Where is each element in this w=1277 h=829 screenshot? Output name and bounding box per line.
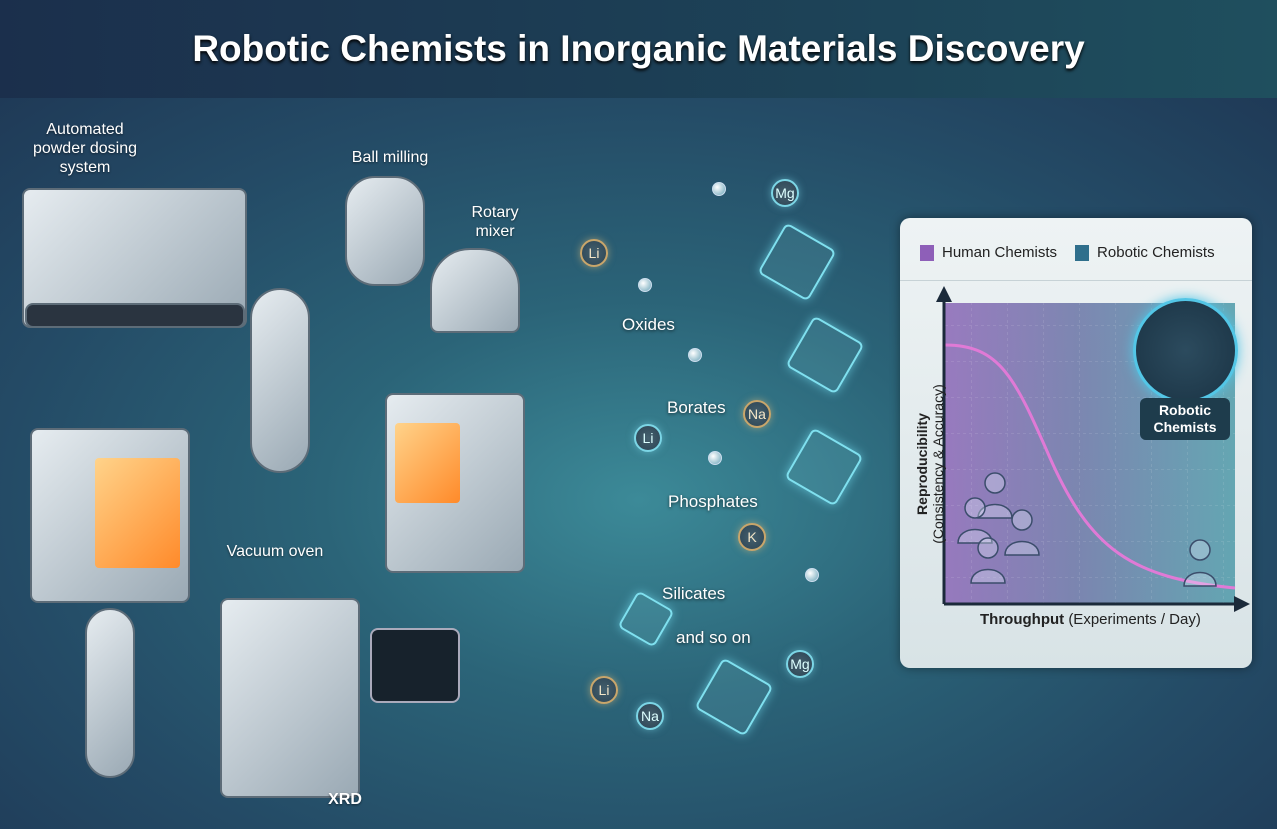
element-k: K [738, 523, 766, 551]
label-powder-dosing: Automated powder dosing system [32, 121, 138, 176]
molecule-atom [712, 182, 726, 196]
element-mg: Mg [786, 650, 814, 678]
label-silicates: Silicates [662, 584, 726, 603]
element-li: Li [580, 239, 608, 267]
furnace-glow [395, 423, 460, 503]
header: Robotic Chemists in Inorganic Materials … [0, 0, 1277, 98]
element-na: Na [743, 400, 771, 428]
molecule-atom [708, 451, 722, 465]
human-chemists-group-icon [957, 472, 1217, 587]
element-li: Li [634, 424, 662, 452]
xrd-monitor [370, 628, 460, 703]
page-title: Robotic Chemists in Inorganic Materials … [192, 28, 1085, 69]
element-li: Li [590, 676, 618, 704]
y-axis-label: Reproducibility(Consistency & Accuracy) [914, 384, 946, 544]
robot-arm [250, 288, 310, 473]
crystal-structure [784, 427, 864, 507]
molecule-atom [688, 348, 702, 362]
illustration: Automated powder dosing system Ball mill… [0, 98, 1277, 829]
robotic-chemists-badge: Robotic Chemists [1140, 398, 1230, 440]
chart-legend: Human Chemists Robotic Chemists [920, 244, 1215, 262]
crystal-structure [694, 657, 774, 737]
x-axis-label: Throughput (Experiments / Day) [980, 611, 1201, 628]
comparison-chart-panel: Human Chemists Robotic Chemists Reproduc… [900, 218, 1252, 668]
label-oxides: Oxides [622, 315, 675, 334]
crystal-structure [785, 315, 865, 395]
label-rotary-mixer: Rotary mixer [471, 204, 519, 240]
conveyor-belt [25, 303, 245, 328]
label-ball-milling: Ball milling [351, 149, 429, 166]
robot-arm-icon [1133, 298, 1238, 403]
legend-swatch-robotic [1075, 245, 1090, 262]
crystal-structure [757, 222, 837, 302]
label-vacuum-oven: Vacuum oven [226, 543, 324, 560]
element-mg: Mg [771, 179, 799, 207]
chart-axes [936, 286, 1250, 612]
robot-arm-xrd [85, 608, 135, 778]
oven-glow [95, 458, 180, 568]
label-and-so-on: and so on [676, 628, 751, 647]
legend-swatch-human [920, 245, 934, 262]
label-borates: Borates [667, 398, 726, 417]
human-curve [944, 343, 1236, 590]
label-phosphates: Phosphates [668, 492, 758, 511]
xrd-machine [220, 598, 360, 798]
legend-human: Human Chemists [920, 244, 1057, 262]
element-na: Na [636, 702, 664, 730]
label-xrd: XRD [328, 791, 362, 808]
molecule-atom [638, 278, 652, 292]
molecule-atom [805, 568, 819, 582]
rotary-mixer [430, 248, 520, 333]
ball-mill [345, 176, 425, 286]
legend-robotic: Robotic Chemists [1075, 244, 1215, 262]
